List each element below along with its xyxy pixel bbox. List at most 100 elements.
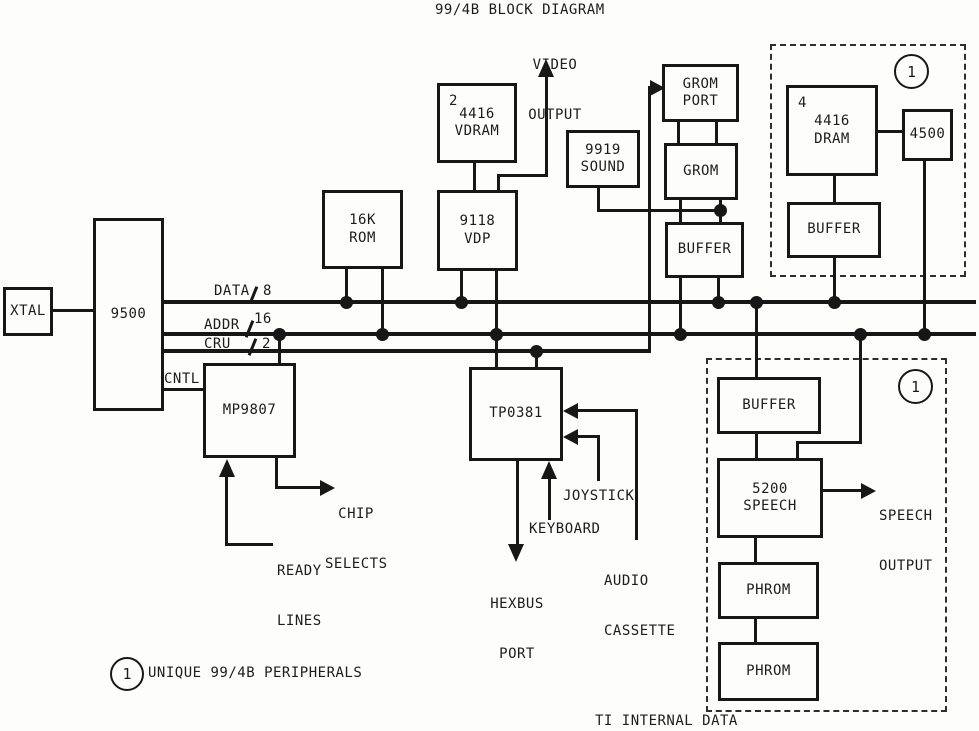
video-output-arrow xyxy=(538,59,554,77)
junction-dot xyxy=(674,328,687,341)
wire-drambuffer-data xyxy=(833,258,836,303)
cru-bus-line xyxy=(163,349,651,353)
wire-joystick-v xyxy=(597,435,600,481)
wire-dram-buffer xyxy=(833,176,836,202)
block-5200-speech: 5200 SPEECH xyxy=(717,458,823,538)
diagram-title: 99/4B BLOCK DIAGRAM xyxy=(435,2,605,18)
audio-cassette-label: AUDIO CASSETTE xyxy=(604,573,676,639)
wire-joystick-h xyxy=(576,435,600,438)
junction-dot xyxy=(714,204,727,217)
wire-addr-speech-v1 xyxy=(859,336,862,444)
hexbus-port-label: HEXBUS PORT xyxy=(490,596,544,662)
wire-rom-addr xyxy=(381,268,384,334)
block-9118-vdp: 9118 VDP xyxy=(437,190,518,271)
wire-xtal-9500 xyxy=(52,309,93,312)
wire-grom-buffer-1 xyxy=(679,200,682,222)
footer-note: TI INTERNAL DATA xyxy=(595,713,738,729)
wire-data-speechbuffer xyxy=(755,304,758,377)
block-4416-vdram: 2 4416 VDRAM xyxy=(437,83,517,163)
block-mp9807: MP9807 xyxy=(203,363,296,458)
block-9919-sound: 9919 SOUND xyxy=(566,130,640,188)
cru-bus-width-slash xyxy=(247,338,258,356)
block-grom-buffer: BUFFER xyxy=(665,222,744,278)
cru-bus-label: CRU xyxy=(204,336,231,352)
wire-video-h xyxy=(497,174,548,177)
cntl-line xyxy=(163,388,204,391)
block-grom-port: GROM PORT xyxy=(662,64,739,122)
wire-sound-v xyxy=(597,187,600,212)
joystick-label: JOYSTICK xyxy=(563,488,635,504)
junction-dot xyxy=(828,296,841,309)
wire-rom-data xyxy=(345,268,348,302)
addr-bus-width: 16 xyxy=(254,311,272,327)
block-9500-label: 9500 xyxy=(110,305,147,322)
block-phrom-2: PHROM xyxy=(718,642,819,701)
wire-dram-4500 xyxy=(877,130,902,133)
block-16k-rom: 16K ROM xyxy=(322,190,403,269)
data-bus-width: 8 xyxy=(263,283,272,299)
junction-dot xyxy=(376,328,389,341)
speech-output-arrow xyxy=(861,483,876,499)
junction-dot xyxy=(918,328,931,341)
junction-dot xyxy=(273,328,286,341)
wire-tp0381-cru xyxy=(535,352,538,368)
data-bus-label: DATA xyxy=(214,283,250,299)
speech-output-label: SPEECH OUTPUT xyxy=(879,508,933,574)
wire-ready-lines-h xyxy=(225,543,273,546)
wire-phrom1-phrom2 xyxy=(754,619,757,642)
wire-chip-selects-h xyxy=(275,486,322,489)
wire-vdp-tp0381 xyxy=(495,270,498,368)
wire-gromport-cru xyxy=(648,86,651,353)
wire-video-v2 xyxy=(545,75,548,176)
wire-buffer-speech xyxy=(755,434,758,458)
dram-qty: 4 xyxy=(798,95,807,111)
wire-buffer-data xyxy=(717,278,720,302)
block-dram-buffer: BUFFER xyxy=(787,202,881,258)
wire-chip-selects-v xyxy=(275,458,278,489)
grom-port-arrow xyxy=(650,80,665,96)
legend-text: UNIQUE 99/4B PERIPHERALS xyxy=(148,665,363,681)
junction-dot xyxy=(712,296,725,309)
ready-lines-arrow xyxy=(219,459,235,477)
ready-lines-label: READY LINES xyxy=(277,563,322,629)
keyboard-arrow xyxy=(541,461,557,479)
wire-sound-h xyxy=(597,209,722,212)
wire-gromport-grom-2 xyxy=(715,122,718,143)
peripheral-box-dram xyxy=(770,44,966,277)
vdram-qty: 2 xyxy=(449,93,458,109)
wire-mp9807-addr xyxy=(278,333,281,363)
block-speech-buffer: BUFFER xyxy=(717,377,821,434)
junction-dot xyxy=(455,296,468,309)
wire-vdp-data xyxy=(460,270,463,302)
block-phrom-1: PHROM xyxy=(718,562,819,619)
junction-dot xyxy=(340,296,353,309)
addr-bus-line xyxy=(163,332,976,336)
block-xtal: XTAL xyxy=(3,287,53,336)
peripheral-badge-bottom: 1 xyxy=(898,369,933,404)
wire-speech-phrom1 xyxy=(754,538,757,562)
junction-dot xyxy=(530,345,543,358)
keyboard-label: KEYBOARD xyxy=(529,521,601,537)
audio-cassette-arrow xyxy=(563,403,578,419)
addr-bus-label: ADDR xyxy=(204,317,240,333)
wire-vdram-vdp xyxy=(473,161,476,191)
block-4416-dram: 4 4416 DRAM xyxy=(786,85,878,176)
wire-addr-speech-v2 xyxy=(796,441,799,459)
block-grom: GROM xyxy=(664,143,738,200)
cru-bus-width: 2 xyxy=(262,336,271,352)
wire-gromport-grom-1 xyxy=(677,122,680,143)
wire-4500-addr xyxy=(923,161,926,334)
block-tp0381: TP0381 xyxy=(469,367,563,461)
junction-dot xyxy=(490,328,503,341)
video-output-label: VIDEO OUTPUT xyxy=(528,57,582,123)
data-bus-line xyxy=(163,300,976,304)
block-9500-cpu: 9500 xyxy=(93,218,164,411)
legend-marker-circle: 1 xyxy=(110,657,144,691)
junction-dot xyxy=(854,328,867,341)
wire-keyboard xyxy=(548,478,551,520)
wire-buffer-addr xyxy=(679,278,682,334)
wire-video-v1 xyxy=(497,174,500,191)
junction-dot xyxy=(750,296,763,309)
chip-selects-label: CHIP SELECTS xyxy=(325,506,388,572)
